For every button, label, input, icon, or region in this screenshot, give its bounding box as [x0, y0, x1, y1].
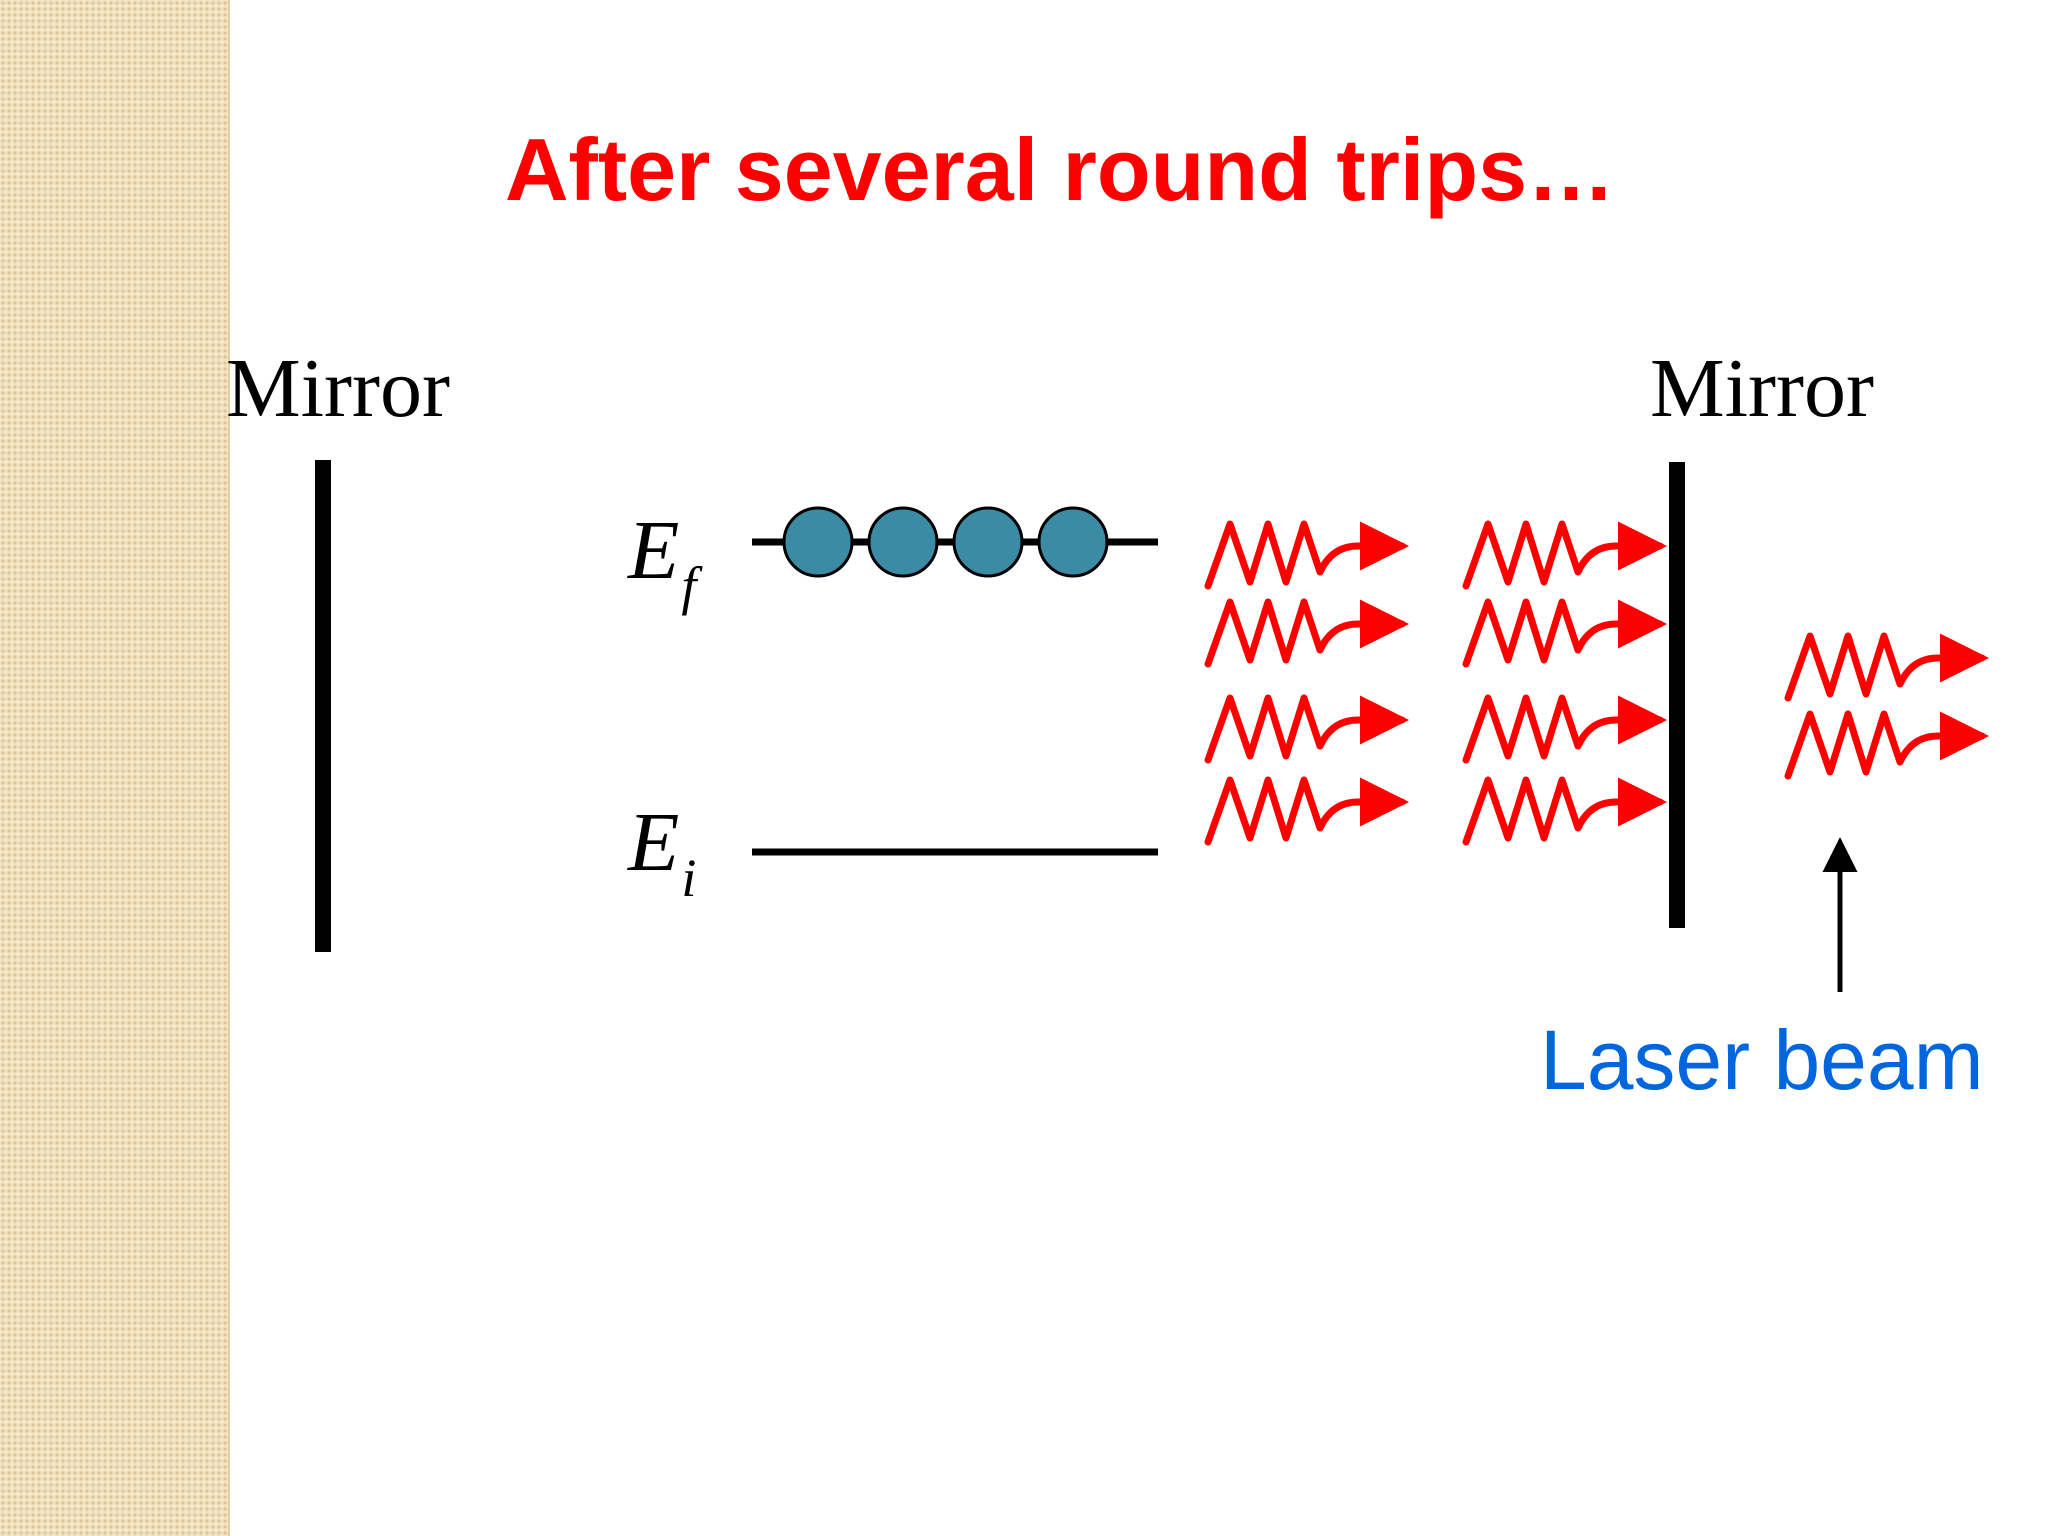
- slide-title: After several round trips…: [504, 120, 1616, 219]
- upper-level-subscript: f: [681, 556, 697, 616]
- upper-level-symbol: E: [628, 504, 680, 597]
- beam-photon: [1788, 636, 1982, 698]
- cavity-photon: [1208, 524, 1402, 586]
- photon-group: [1208, 524, 1982, 842]
- lower-level-symbol: E: [628, 796, 680, 889]
- cavity-photon: [1466, 780, 1660, 842]
- atom: [782, 506, 854, 578]
- lower-level-subscript: i: [681, 848, 697, 908]
- atom: [952, 506, 1024, 578]
- excited-atoms: [782, 506, 1109, 578]
- left-mirror-label: Mirror: [226, 342, 450, 435]
- cavity-photon: [1208, 698, 1402, 760]
- decorative-side-strip: [0, 0, 230, 1536]
- cavity-photon: [1208, 602, 1402, 664]
- laser-beam-label: Laser beam: [1540, 1013, 1984, 1107]
- cavity-photon: [1208, 780, 1402, 842]
- upper-level-label: Ef: [628, 504, 696, 617]
- atom: [867, 506, 939, 578]
- cavity-photon: [1466, 602, 1660, 664]
- cavity-photon: [1466, 524, 1660, 586]
- lower-level-label: Ei: [628, 796, 696, 909]
- right-mirror-label: Mirror: [1650, 342, 1874, 435]
- beam-photon: [1788, 714, 1982, 776]
- atom: [1037, 506, 1109, 578]
- cavity-photon: [1466, 698, 1660, 760]
